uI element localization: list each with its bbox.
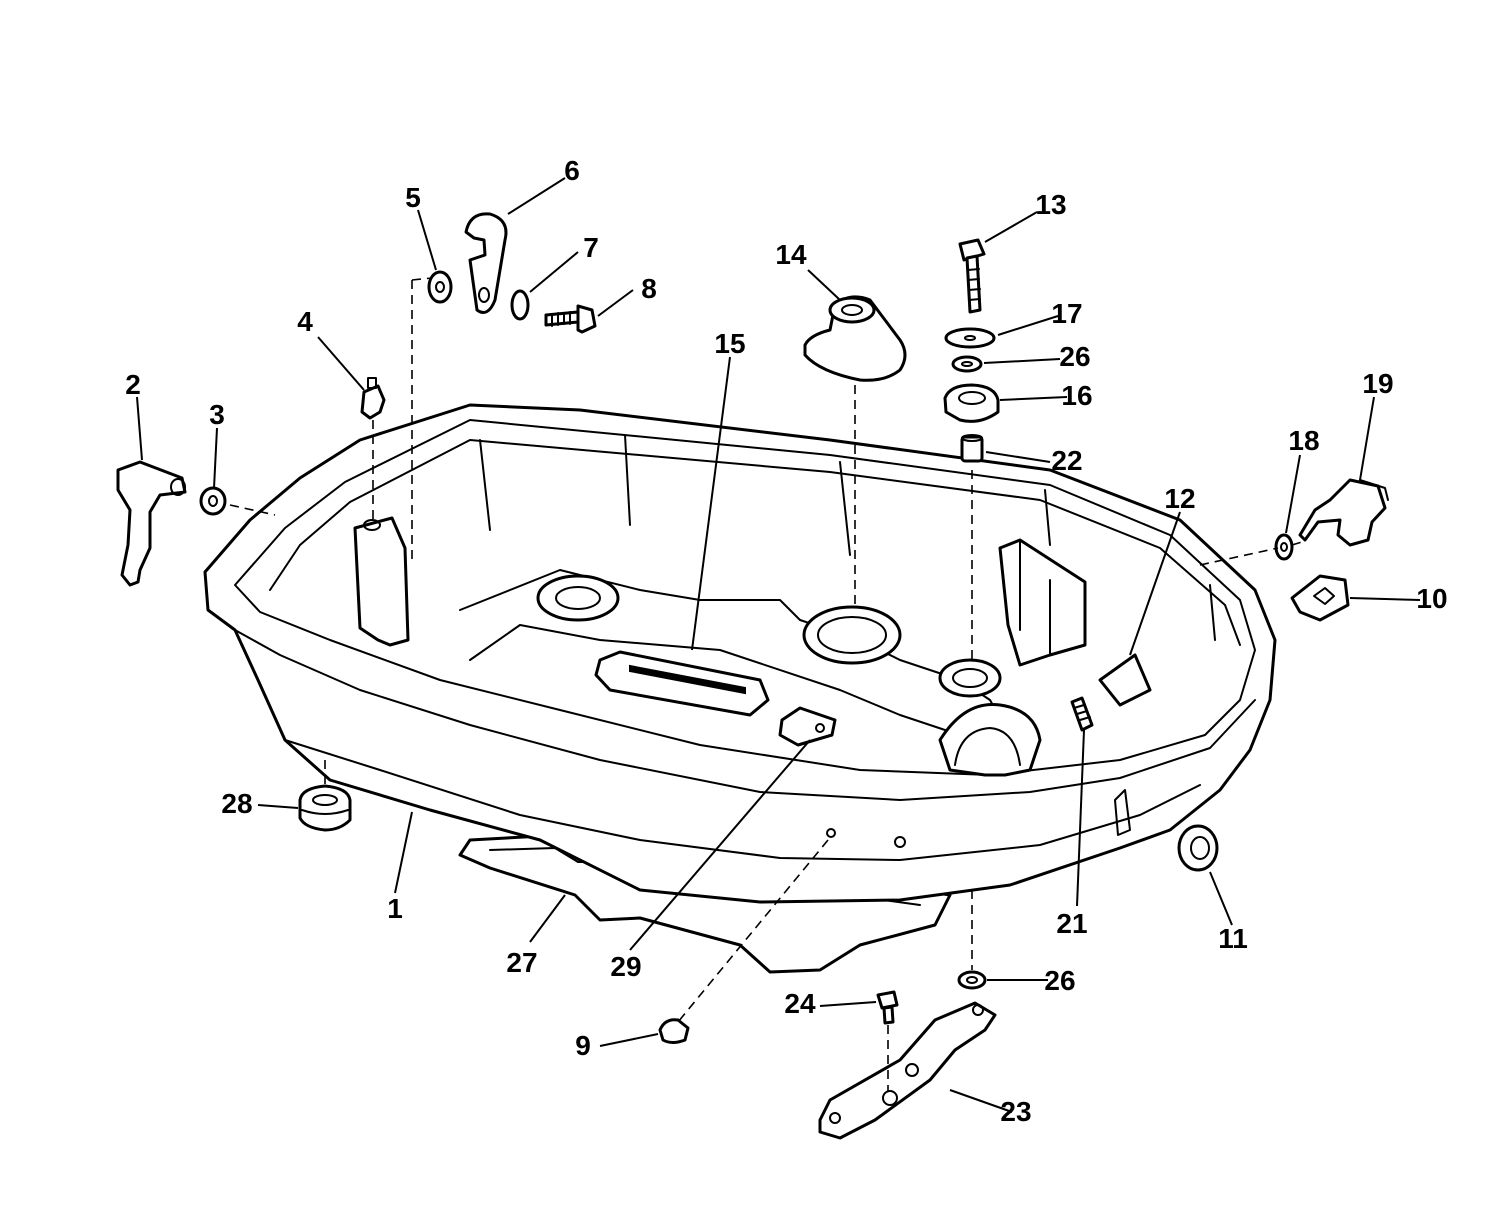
callout-3: 3 xyxy=(209,399,225,430)
callout-17: 17 xyxy=(1051,298,1082,329)
part-10-clip xyxy=(1290,574,1350,622)
part-16-rubber-mount xyxy=(943,383,1000,423)
callout-23: 23 xyxy=(1000,1096,1031,1127)
part-18-washer xyxy=(1274,533,1294,561)
part-1-lower-cover xyxy=(203,403,1277,904)
callout-9: 9 xyxy=(575,1030,591,1061)
part-9-plug xyxy=(658,1018,690,1044)
part-11-grommet xyxy=(1177,824,1219,872)
part-23-mount-bracket xyxy=(818,1001,997,1140)
callout-26-upper: 26 xyxy=(1059,341,1090,372)
assembly-dashed-lines xyxy=(229,277,1303,1092)
part-8-screw xyxy=(544,304,597,334)
callout-15: 15 xyxy=(714,328,745,359)
callout-4: 4 xyxy=(297,306,313,337)
callout-22: 22 xyxy=(1051,445,1082,476)
part-15-grommet-pad xyxy=(594,650,770,717)
callout-29: 29 xyxy=(610,951,641,982)
callout-16: 16 xyxy=(1061,380,1092,411)
callout-28: 28 xyxy=(221,788,252,819)
part-2-lever-handle xyxy=(116,460,187,587)
callout-27: 27 xyxy=(506,947,537,978)
part-13-bolt xyxy=(958,238,986,314)
callout-8: 8 xyxy=(641,273,657,304)
part-28-grommet xyxy=(298,784,352,832)
part-29-clip xyxy=(778,706,837,747)
part-3-washer xyxy=(199,486,227,516)
part-26-upper-washer xyxy=(951,355,983,373)
part-7-wave-washer xyxy=(510,289,530,321)
callout-24: 24 xyxy=(784,988,816,1019)
part-6-latch-hook xyxy=(464,212,508,314)
callout-26-lower: 26 xyxy=(1044,965,1075,996)
callout-5: 5 xyxy=(405,182,421,213)
part-22-sleeve xyxy=(960,434,984,463)
callout-19: 19 xyxy=(1362,368,1393,399)
callout-21: 21 xyxy=(1056,908,1087,939)
callout-12: 12 xyxy=(1164,483,1195,514)
part-26-lower-washer xyxy=(957,970,987,990)
callout-2: 2 xyxy=(125,369,141,400)
callout-14: 14 xyxy=(775,239,807,270)
callout-10: 10 xyxy=(1416,583,1447,614)
callout-labels: 1 2 3 4 5 6 7 8 9 10 11 12 13 14 15 16 1… xyxy=(125,155,1447,1127)
callout-6: 6 xyxy=(564,155,580,186)
callout-13: 13 xyxy=(1035,189,1066,220)
part-5-washer xyxy=(427,270,453,304)
part-14-top-grommet xyxy=(803,295,907,382)
callout-7: 7 xyxy=(583,232,599,263)
callout-leader-lines xyxy=(136,177,1421,1113)
callout-1: 1 xyxy=(387,893,403,924)
part-24-screw xyxy=(876,990,899,1025)
callout-11: 11 xyxy=(1218,923,1248,954)
part-21-screw xyxy=(1070,696,1094,732)
callout-18: 18 xyxy=(1288,425,1319,456)
part-4-grease-fitting xyxy=(360,377,386,420)
part-17-flat-washer xyxy=(944,327,996,349)
part-19-latch-assembly xyxy=(1298,478,1389,547)
